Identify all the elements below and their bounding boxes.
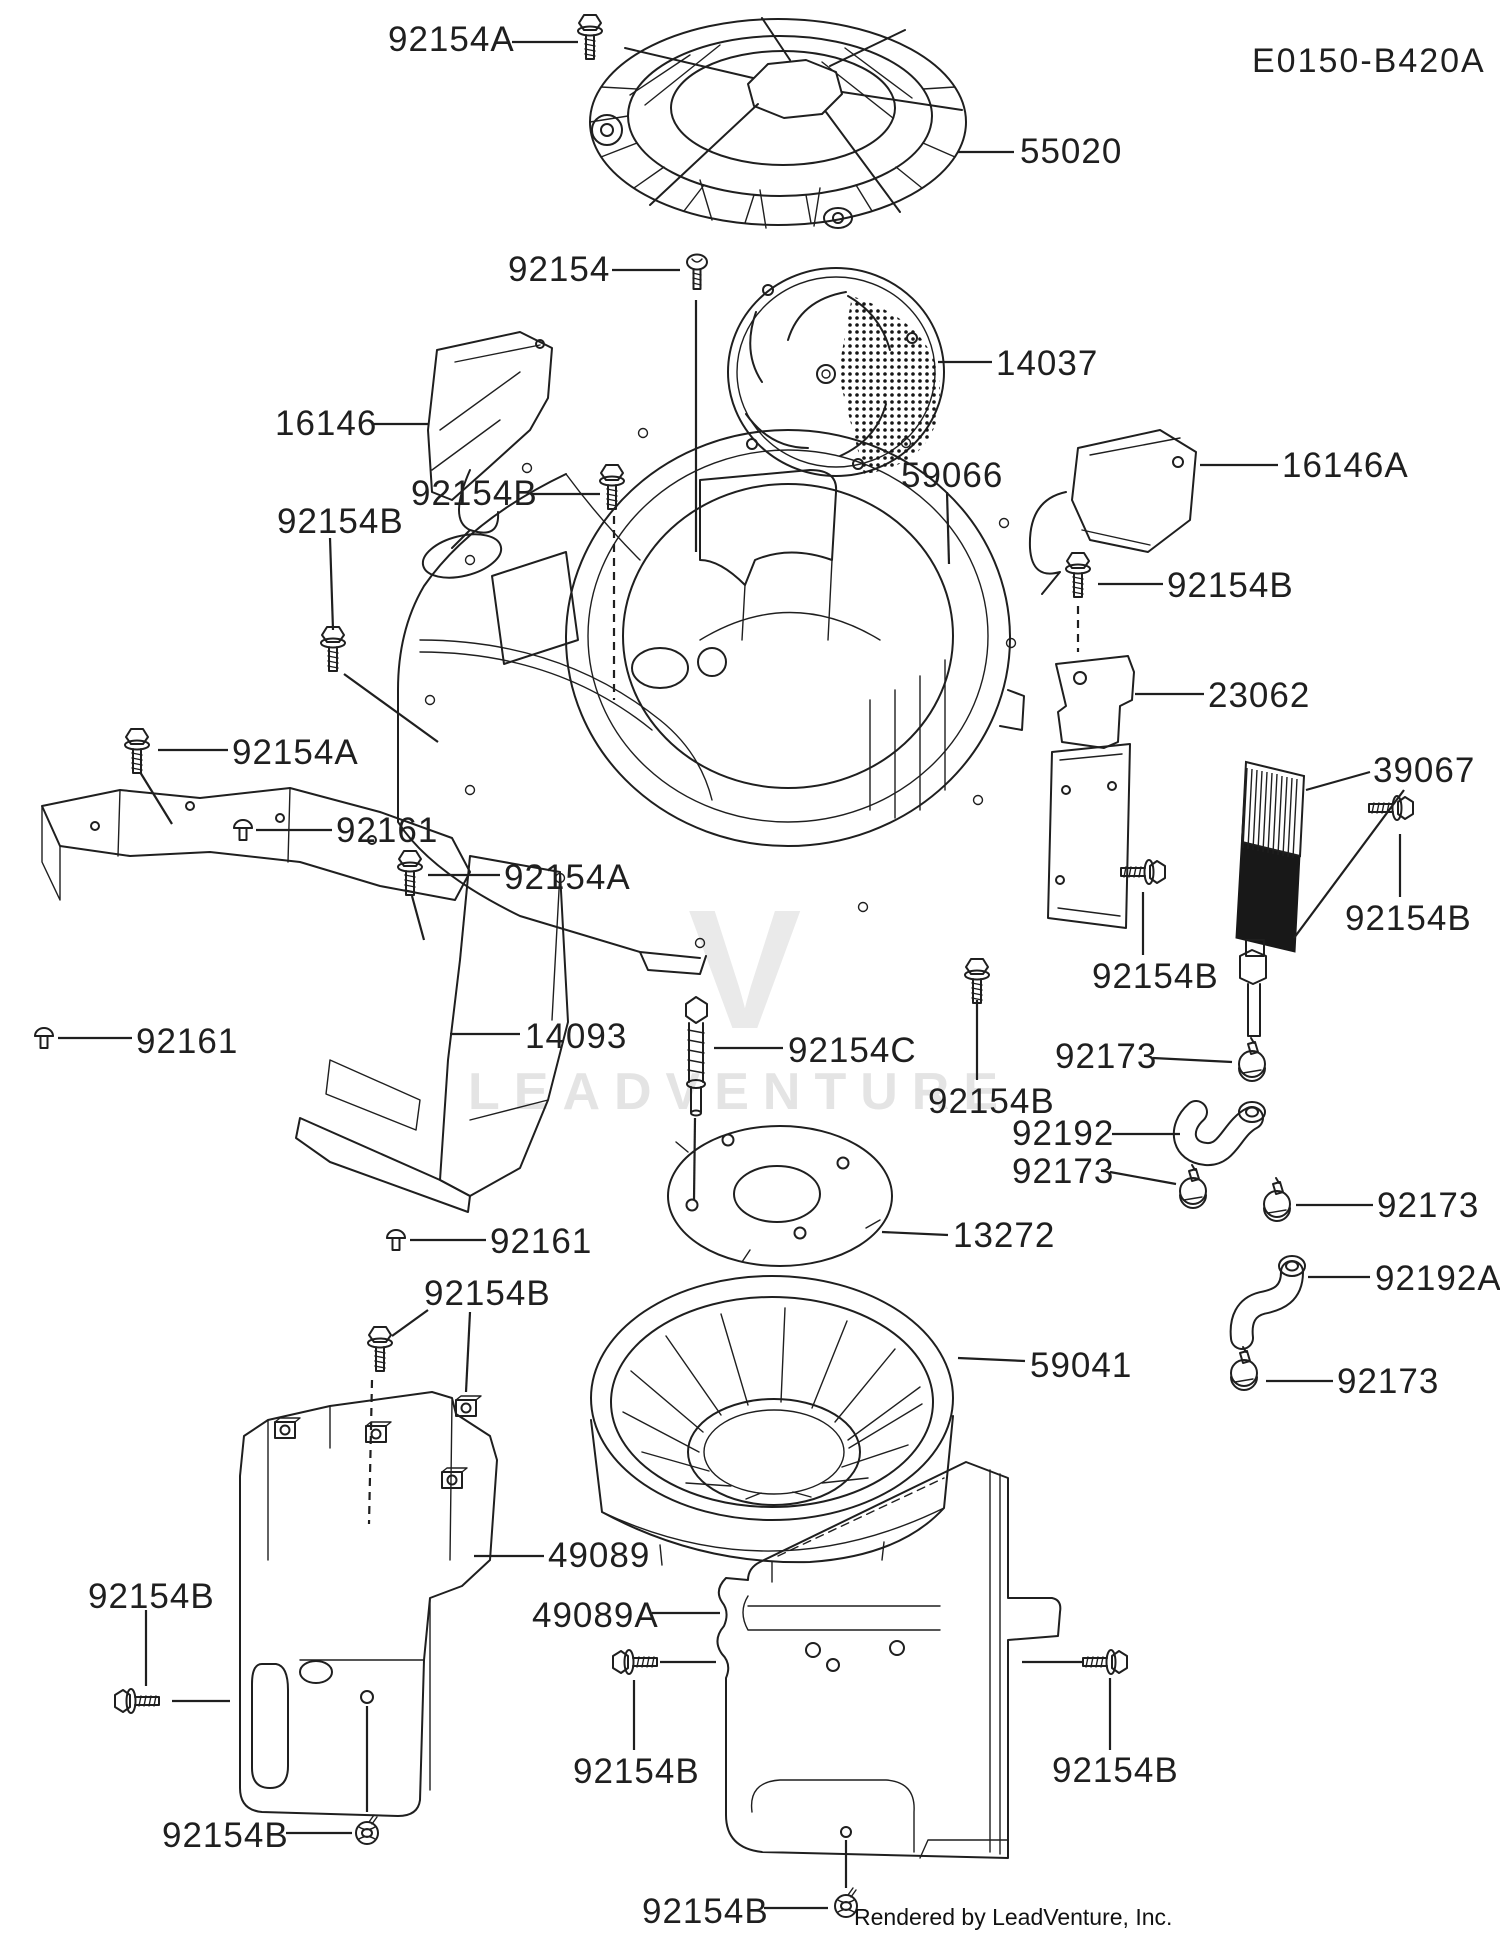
part-callout-39067: 39067 bbox=[1373, 751, 1476, 790]
part-callout-92192: 92192 bbox=[1012, 1114, 1115, 1153]
part-callout-55020: 55020 bbox=[1020, 132, 1123, 171]
part-callout-16146: 16146 bbox=[275, 404, 378, 443]
part-callout-92173: 92173 bbox=[1377, 1186, 1480, 1225]
part-callout-92154A: 92154A bbox=[232, 733, 359, 772]
part-callout-92154A: 92154A bbox=[504, 858, 631, 897]
leader-line bbox=[328, 537, 335, 631]
part-callout-23062: 23062 bbox=[1208, 676, 1311, 715]
part-callout-14093: 14093 bbox=[525, 1017, 628, 1056]
part-callout-92154B: 92154B bbox=[1345, 899, 1472, 938]
part-callout-92154B: 92154B bbox=[928, 1082, 1055, 1121]
part-callout-92154A: 92154A bbox=[388, 20, 515, 59]
screw-icon bbox=[686, 253, 708, 290]
oil-cooler-39067 bbox=[1235, 760, 1306, 1037]
part-callout-49089: 49089 bbox=[548, 1536, 651, 1575]
part-callout-16146A: 16146A bbox=[1282, 446, 1409, 485]
shield-49089a bbox=[716, 1461, 1062, 1859]
plate-14037 bbox=[727, 267, 945, 477]
part-callout-59066: 59066 bbox=[901, 456, 1004, 495]
leader-line bbox=[1293, 789, 1405, 939]
leader-line bbox=[139, 771, 173, 825]
part-callout-92154B: 92154B bbox=[642, 1892, 769, 1931]
leader-line bbox=[367, 1379, 374, 1525]
flange-bolt-icon bbox=[612, 1649, 658, 1675]
screwhead-icon bbox=[355, 1814, 379, 1845]
clamp-icon bbox=[1179, 1164, 1207, 1209]
part-callout-92154B: 92154B bbox=[1167, 566, 1294, 605]
rivet-icon bbox=[386, 1229, 406, 1251]
part-callout-92154C: 92154C bbox=[788, 1031, 917, 1070]
leader-line bbox=[391, 1309, 429, 1337]
part-callout-92154B: 92154B bbox=[411, 474, 538, 513]
watermark-text: LEADVENTURE bbox=[468, 1063, 1013, 1121]
part-callout-92154B: 92154B bbox=[277, 502, 404, 541]
flange-bolt-icon bbox=[1082, 1649, 1128, 1675]
baffle-14093 bbox=[41, 787, 569, 1213]
part-callout-92161: 92161 bbox=[336, 811, 439, 850]
flange-bolt-icon bbox=[577, 14, 603, 60]
leader-line bbox=[410, 895, 426, 941]
fan-guard-55020 bbox=[589, 17, 967, 229]
flange-bolt-icon bbox=[367, 1326, 393, 1372]
hose-92192 bbox=[1172, 1100, 1266, 1166]
part-callout-92154B: 92154B bbox=[1092, 957, 1219, 996]
leader-line bbox=[1305, 770, 1371, 792]
leader-line bbox=[957, 1356, 1026, 1363]
bracket-23062 bbox=[1047, 655, 1135, 929]
leader-line bbox=[692, 1117, 697, 1201]
part-callout-92154B: 92154B bbox=[88, 1577, 215, 1616]
heat-guard-16146a bbox=[1028, 429, 1197, 595]
heat-guard-16146 bbox=[427, 331, 553, 549]
part-callout-92161: 92161 bbox=[136, 1022, 239, 1061]
part-callout-92154: 92154 bbox=[508, 250, 611, 289]
leader-line bbox=[881, 1230, 949, 1237]
part-callout-14037: 14037 bbox=[996, 344, 1099, 383]
rivet-icon bbox=[34, 1027, 54, 1049]
flange-bolt-icon bbox=[964, 958, 990, 1004]
clipnut-icon bbox=[455, 1395, 482, 1417]
clipnut-icon bbox=[274, 1417, 301, 1439]
part-callout-92154B: 92154B bbox=[573, 1752, 700, 1791]
part-callout-92173: 92173 bbox=[1337, 1362, 1440, 1401]
shield-49089 bbox=[239, 1391, 498, 1817]
leader-line bbox=[464, 1311, 472, 1393]
fan-59041 bbox=[590, 1275, 954, 1583]
clamp-icon bbox=[1238, 1037, 1266, 1082]
part-callout-92192A: 92192A bbox=[1375, 1259, 1500, 1298]
flange-bolt-icon bbox=[1065, 552, 1091, 598]
clipnut-icon bbox=[441, 1467, 468, 1489]
leader-line bbox=[1152, 1056, 1233, 1064]
leader-line bbox=[945, 491, 951, 565]
gasket-13272 bbox=[667, 1125, 893, 1267]
clamp-icon bbox=[1230, 1346, 1258, 1391]
leader-line bbox=[1109, 1170, 1177, 1186]
footer-credit: Rendered by LeadVenture, Inc. bbox=[854, 1904, 1173, 1930]
part-callout-13272: 13272 bbox=[953, 1216, 1056, 1255]
diagram-code: E0150-B420A bbox=[1252, 42, 1486, 80]
part-callout-92173: 92173 bbox=[1012, 1152, 1115, 1191]
flange-bolt-icon bbox=[397, 850, 423, 896]
flange-bolt-icon bbox=[124, 728, 150, 774]
blower-housing-59066 bbox=[397, 427, 1025, 975]
leader-line bbox=[343, 673, 439, 743]
part-callout-92154B: 92154B bbox=[1052, 1751, 1179, 1790]
part-callout-92161: 92161 bbox=[490, 1222, 593, 1261]
part-callout-59041: 59041 bbox=[1030, 1346, 1133, 1385]
part-callout-92173: 92173 bbox=[1055, 1037, 1158, 1076]
part-callout-92154B: 92154B bbox=[162, 1816, 289, 1855]
watermark-logo: V bbox=[688, 875, 802, 1065]
part-callout-49089A: 49089A bbox=[532, 1596, 659, 1635]
flange-bolt-icon bbox=[114, 1688, 160, 1714]
clamp-icon bbox=[1263, 1177, 1291, 1222]
rivet-icon bbox=[233, 819, 253, 841]
part-callout-92154B: 92154B bbox=[424, 1274, 551, 1313]
flange-bolt-icon bbox=[320, 626, 346, 672]
stud-92154c bbox=[685, 996, 708, 1117]
hose-92192a bbox=[1229, 1255, 1306, 1350]
leader-lines bbox=[58, 40, 1405, 1910]
